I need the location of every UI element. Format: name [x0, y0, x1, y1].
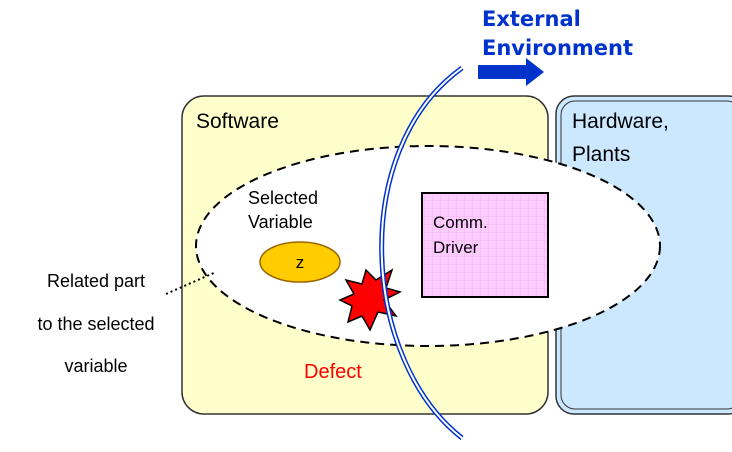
external-arrow-shaft — [478, 65, 528, 79]
related-part-line1: Related part — [47, 271, 145, 291]
software-label: Software — [196, 110, 279, 133]
comm-driver-box — [421, 192, 549, 298]
selected-variable-ellipse — [259, 241, 341, 283]
comm-driver-label-line1: Comm. — [433, 213, 488, 232]
related-part-pointer — [165, 271, 217, 295]
external-label-line1: External — [482, 7, 581, 31]
related-part-line2: to the selected — [37, 314, 154, 334]
external-label-line2: Environment — [482, 36, 633, 60]
hardware-label-line1: Hardware, — [572, 110, 669, 133]
comm-driver-label-line2: Driver — [433, 238, 479, 257]
hardware-label-line2: Plants — [572, 143, 630, 166]
selected-variable-label-line2: Variable — [248, 212, 313, 232]
external-arrow-icon — [526, 58, 544, 86]
external-boundary-curve-inner — [380, 67, 463, 439]
related-part-line3: variable — [64, 356, 127, 376]
defect-label: Defect — [304, 361, 362, 383]
selected-variable-label-line1: Selected — [248, 188, 318, 208]
selected-variable-value: z — [296, 253, 305, 272]
